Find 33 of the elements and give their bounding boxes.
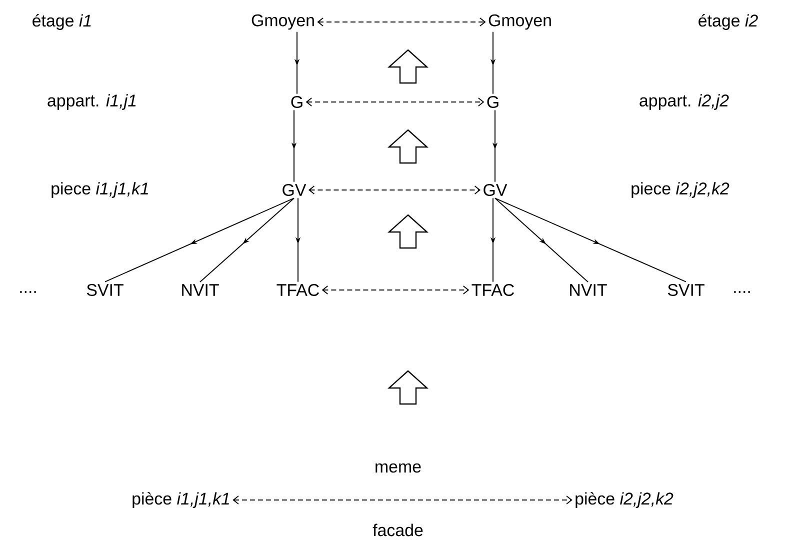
term: SVIT bbox=[668, 284, 704, 296]
side-label: appart. i1,j1 bbox=[48, 94, 136, 110]
arrow bbox=[200, 198, 294, 282]
term: pièce i2,j2,k2 bbox=[576, 492, 674, 508]
arrow bbox=[306, 98, 484, 106]
arrow bbox=[494, 198, 686, 282]
term: NVIT bbox=[570, 284, 607, 296]
term: NVIT bbox=[182, 284, 219, 296]
arrow bbox=[494, 198, 588, 282]
side-label: appart. i2,j2 bbox=[640, 94, 729, 110]
term: TFAC bbox=[472, 284, 514, 296]
term: TFAC bbox=[276, 284, 320, 296]
arrow bbox=[317, 18, 486, 26]
side-label: étage i2 bbox=[698, 14, 758, 30]
term: Gmoyen bbox=[252, 14, 314, 30]
term: GV bbox=[282, 184, 306, 196]
side-label: piece i2,j2,k2 bbox=[632, 182, 730, 198]
term: Gmoyen bbox=[488, 14, 551, 30]
term: SVIT bbox=[86, 284, 124, 296]
term: GV bbox=[484, 184, 508, 196]
term: G bbox=[487, 96, 498, 108]
side-label: .... bbox=[734, 291, 750, 293]
side-label: piece i1,j1,k1 bbox=[52, 182, 148, 198]
arrow bbox=[322, 286, 470, 294]
side-label: meme bbox=[376, 463, 421, 473]
side-label: étage i1 bbox=[32, 14, 91, 30]
arrow bbox=[104, 198, 294, 282]
side-label: .... bbox=[20, 291, 36, 293]
side-label: facade bbox=[372, 524, 423, 536]
arrow bbox=[308, 186, 481, 194]
term: G bbox=[291, 96, 302, 108]
arrow bbox=[232, 496, 572, 504]
term: pièce i1,j1,k1 bbox=[132, 492, 229, 508]
